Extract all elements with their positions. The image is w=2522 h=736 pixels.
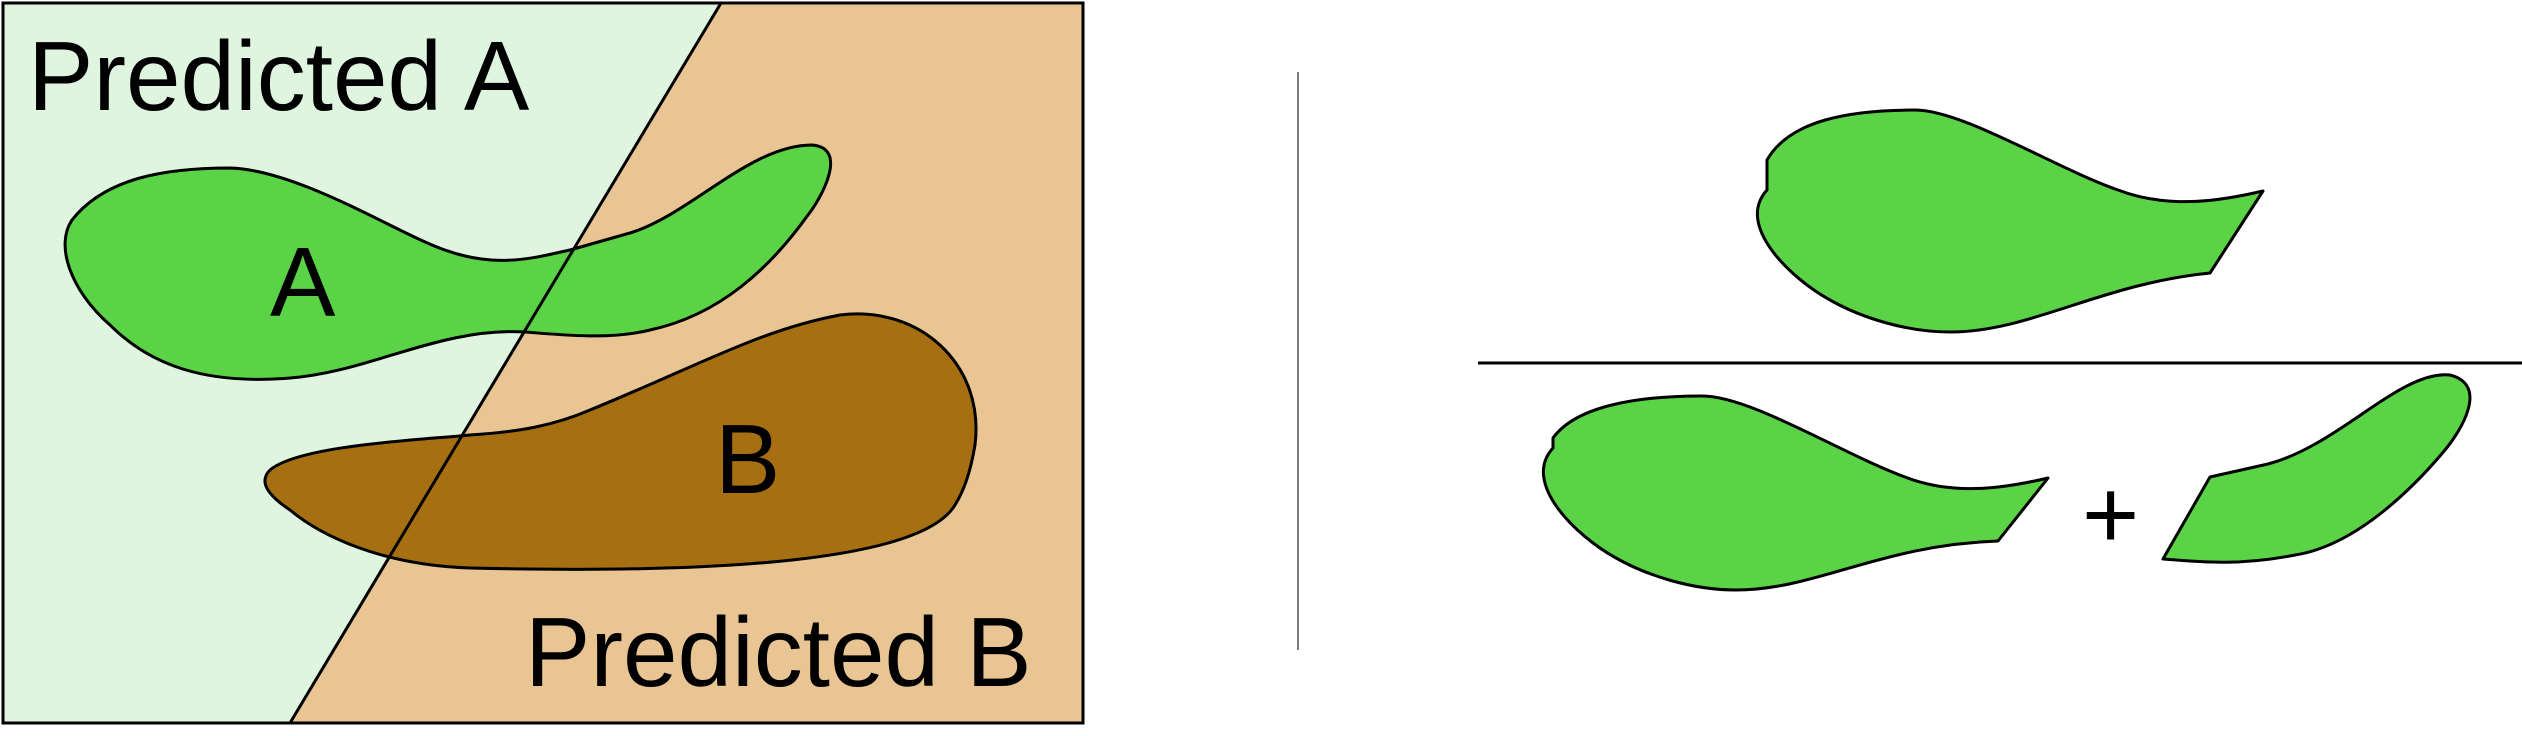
right-panel: + [1478, 108, 2522, 592]
decision-boundary [288, 2, 723, 724]
left-panel-frame [1, 1, 1085, 725]
blob-a-piece-right [2161, 373, 2472, 564]
predicted-a-label: Predicted A [28, 21, 530, 131]
whole-blob-a [1755, 108, 2265, 334]
blob-a [63, 143, 833, 381]
blob-b [263, 312, 978, 571]
left-panel: Predicted A Predicted B A B [1, 1, 1085, 725]
blob-b-label: B [715, 404, 780, 514]
predicted-b-label: Predicted B [525, 597, 1032, 707]
plus-operator: + [2082, 459, 2139, 569]
blob-a-label: A [270, 227, 336, 337]
blob-a-piece-left [1541, 394, 2050, 592]
